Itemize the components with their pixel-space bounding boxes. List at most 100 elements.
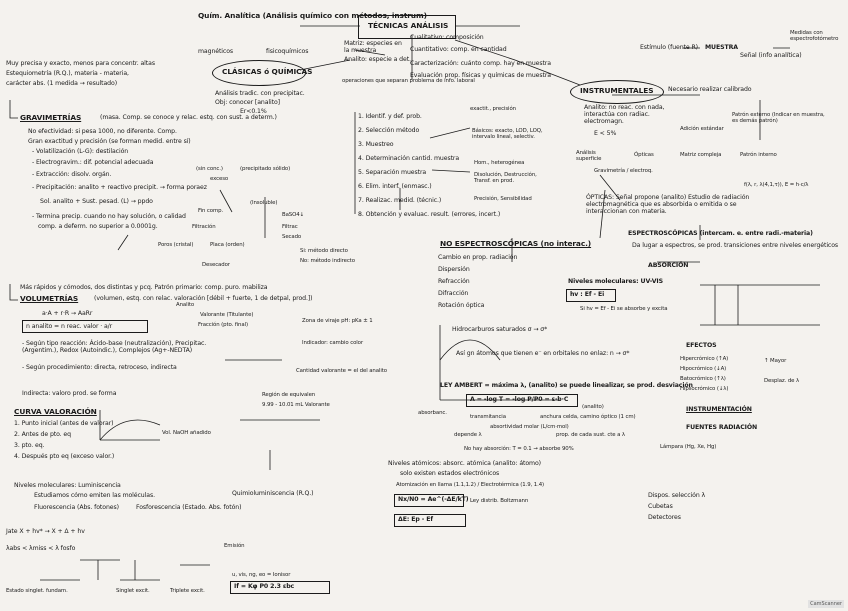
grav-line-0: (masa. Comp. se conoce y relac. estq. co…: [100, 114, 277, 121]
grav-line-5: - Extracción: disolv. orgán.: [32, 171, 112, 178]
bl-formula-label: u, vis, ng, eo = Ionisor: [232, 572, 291, 578]
instrumentales-title: INSTRUMENTALES: [580, 86, 654, 95]
hidrocarburos: Hidrocarburos saturados σ → σ*: [452, 326, 548, 333]
ley-box: [466, 394, 578, 407]
dispos-0: Dispos. selección λ: [648, 492, 706, 499]
center-note-2: Básicos: exacto, LOD, LOQ, intervalo lin…: [472, 128, 543, 140]
grav-line-3: - Volatilización (L-G): destilación: [32, 148, 129, 155]
vol-line-0: Más rápidos y cómodos, dos distintas y p…: [20, 284, 268, 291]
instr-6: Patrón externo (Indicar en muestra, es d…: [732, 112, 825, 124]
vol-formula-box: [22, 320, 148, 333]
curva-step-0: 1. Punto inicial (antes de valorar): [14, 420, 114, 427]
ley-label-3: absortividad molar (L/cm·mol): [490, 424, 569, 430]
dispos-2: Detectores: [648, 514, 681, 521]
bl-6: λabs < λmiss < λ fosfo: [6, 545, 76, 552]
ley-note-1: prop. de cada sust. cte a λ: [556, 432, 626, 438]
espec-list-3: Difracción: [438, 290, 469, 297]
tech-0: Matriz: especies en la muestra: [344, 40, 402, 54]
instr-formula: f(λ, r, λ(4,1,τ)), E = h·c/λ: [744, 182, 809, 188]
grav-line-4: - Electrogravim.: dif. potencial adecuad…: [32, 159, 154, 166]
curva-step-1: 2. Antes de pto. eq: [14, 431, 71, 438]
ley-label-0: absorbanc.: [418, 410, 447, 416]
instr-5: Necesario realizar calibrado: [668, 86, 752, 93]
grav-mark-8: Secado: [282, 234, 302, 240]
instrumentales-oval: [570, 80, 664, 104]
vol-mark-6: Región de equivalen: [262, 392, 316, 398]
vol-line-1: (volumen, estq. con relac. valoración [d…: [94, 295, 313, 302]
bl-formula-box: [230, 581, 330, 594]
grav-mark-12: Si: método directo: [300, 248, 348, 254]
efecto-side-0: ↑ Mayor: [764, 358, 787, 364]
grav-line-9: comp. a deferm. no superior a 0.0001g.: [38, 223, 158, 230]
grav-mark-9: Poros (cristal): [158, 242, 194, 248]
hv-box: [566, 289, 616, 302]
grav-mark-13: No: método indirecto: [300, 258, 355, 264]
efecto-1: Hipocrómico (↓A): [680, 366, 727, 372]
curva-title: CURVA VALORACIÓN: [14, 407, 97, 416]
atom-flame: Atomización en llama (1.1,1.2) / Electro…: [396, 482, 545, 488]
efecto-3: Hipsocrómico (↓λ): [680, 386, 729, 392]
boltzmann-box: [394, 494, 464, 507]
bl-4: Quimioluminiscencia (R.Q.): [232, 490, 314, 497]
curva-step-2: 3. pto. eq.: [14, 442, 45, 449]
boltzmann-label: Ley distrib. Boltzmann: [470, 498, 529, 504]
atomicos: Niveles atómicos: absorc. atómica (anali…: [388, 460, 541, 467]
vol-line-4: - Según tipo reacción: Ácido-base (neutr…: [22, 340, 207, 354]
vol-mark-1: Valorante (Titulante): [200, 312, 254, 318]
vol-line-3: n analito = n reac. valor · a/r: [26, 323, 113, 330]
gravimetrias-title: GRAVIMETRÍAS: [20, 113, 82, 122]
center-note-1: exactit., precisión: [470, 106, 516, 112]
page-title: TÉCNICAS ANÁLISIS: [368, 21, 449, 30]
instr-2: Análisis superficie: [576, 150, 602, 162]
grav-line-6: - Precipitación: analito + reactivo prec…: [32, 184, 207, 191]
delta-box: [394, 514, 466, 527]
instr-1: E < 5%: [594, 130, 617, 137]
vol-mark-0: Analito: [176, 302, 195, 308]
instr-3: Gravimetría / electroq.: [594, 168, 653, 174]
step-6: 6. Elim. interf. (enmasc.): [358, 183, 432, 190]
header-line-1: Quím. Analítica (Análisis químico con mé…: [198, 11, 427, 20]
grav-mark-5: (Insoluble): [250, 200, 278, 206]
espec-right-1: ABSORCIÓN: [648, 262, 689, 269]
dispos-1: Cubetas: [648, 503, 673, 510]
instr-8: Patrón interno: [740, 152, 777, 158]
ley-note-2: No hay absorción: T = 0.1 → absorbe 90%: [464, 446, 574, 452]
step-3: 3. Muestreo: [358, 141, 394, 148]
bl-7: Estado singlet. fundam.: [6, 588, 68, 594]
espec-right-title: ESPECTROSCÓPICAS (intercam. e. entre rad…: [628, 230, 813, 237]
grav-mark-3: Filtración: [192, 224, 216, 230]
grav-mark-11: Desecador: [202, 262, 230, 268]
opticas: ÓPTICAS: Señal propone (analito) Estudio…: [586, 194, 750, 215]
lampara: Lámpara (Hg, Xe, Hg): [660, 444, 717, 450]
espec-list-2: Refracción: [438, 278, 470, 285]
tech-4: Caracterización: cuánto comp. hay en mue…: [410, 60, 551, 67]
clasicas-oval: [212, 60, 306, 86]
vol-mark-2: Fracción (pto. final): [198, 322, 248, 328]
instr-9: Matriz compleja: [680, 152, 722, 158]
espec-list-0: Cambio en prop. radiación: [438, 254, 518, 261]
center-note-3: Hom., heterogénea: [474, 160, 525, 166]
center-note-5: Precisión, Sensibilidad: [474, 196, 532, 202]
step-1: 1. Identif. y def. prob.: [358, 113, 422, 120]
badge-2: fisicoquímicos: [266, 48, 309, 55]
vol-mark-3: Zona de viraje pH: pKa ± 1: [302, 318, 373, 324]
tech-1: Analito: especie a det.: [344, 56, 411, 63]
bl-3: Fosforescencia (Estado. Abs. fotón): [136, 504, 242, 511]
vol-line-5: - Según procedimiento: directa, retroces…: [22, 364, 177, 371]
badge-1: magnéticos: [198, 48, 234, 55]
step-5: 5. Separación muestra: [358, 169, 427, 176]
tech-3: Cuantitativo: comp. en cantidad: [410, 46, 507, 53]
ley-title: LEY AMBERT = máxima λ, (analito) se pued…: [440, 382, 693, 389]
delta: ΔE: Ep - Ef: [398, 516, 433, 523]
bl-9: Triplete excit.: [170, 588, 205, 594]
ley-label-1: transmitancia: [470, 414, 506, 420]
curva-step-3: 4. Después pto eq (exceso valor.): [14, 453, 115, 460]
instr-4: Ópticas: [634, 152, 654, 158]
ley-label-2: anchura celda, camino óptico (1 cm): [540, 414, 636, 420]
bl-2: Fluorescencia (Abs. fotones): [34, 504, 119, 511]
vol-mark-5: Cantidad valorante = el del analito: [296, 368, 387, 374]
atomicos2: solo existen estados electrónicos: [400, 470, 500, 477]
title-box: [358, 15, 456, 39]
bl-8: Singlet excit.: [116, 588, 150, 594]
